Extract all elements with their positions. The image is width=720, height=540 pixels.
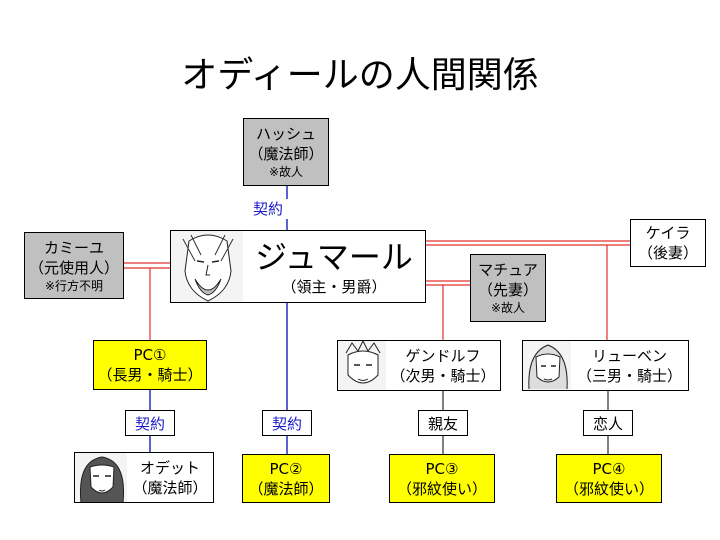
pc2-role: （魔法師） <box>248 479 324 498</box>
hasshu-box: ハッシュ （魔法師） ※故人 <box>243 118 329 186</box>
kamiyu-box: カミーユ （元使用人） ※行方不明 <box>24 232 124 299</box>
diagram-title: オディールの人間関係 <box>181 55 539 96</box>
keira-name: ケイラ <box>645 224 691 242</box>
pc3-role: （邪紋使い） <box>396 479 487 498</box>
contract-label-mid: 契約 <box>262 410 312 436</box>
odette-name: オデット <box>139 458 200 477</box>
hasshu-role: （魔法師） <box>248 145 324 163</box>
jumarl-name: ジュマール <box>255 237 413 276</box>
pc4-name: PC④ <box>592 459 626 478</box>
ruben-box: リューベン （三男・騎士） <box>571 340 689 391</box>
hasshu-name: ハッシュ <box>255 125 316 143</box>
pc4-box: PC④ （邪紋使い） <box>556 454 662 503</box>
friend-label: 親友 <box>418 410 468 436</box>
gendorf-role: （次男・騎士） <box>390 366 496 385</box>
pc1-name: PC① <box>133 346 167 364</box>
kamiyu-name: カミーユ <box>43 238 104 257</box>
ruben-portrait <box>522 340 572 391</box>
kamiyu-note: ※行方不明 <box>44 278 104 293</box>
pc1-box: PC① （長男・騎士） <box>93 340 207 390</box>
kamiyu-role: （元使用人） <box>28 258 119 277</box>
odette-role: （魔法師） <box>132 478 208 497</box>
jumarl-box: ジュマール （領主・男爵） <box>243 230 426 303</box>
gendorf-name: ゲンドルフ <box>405 346 481 365</box>
pc2-name: PC② <box>269 459 303 478</box>
gendorf-portrait <box>337 340 387 391</box>
pc2-box: PC② （魔法師） <box>242 454 330 503</box>
keira-role: （後妻） <box>637 244 698 262</box>
keira-box: ケイラ （後妻） <box>630 219 706 267</box>
machua-role: （先妻） <box>477 281 538 299</box>
machua-box: マチュア （先妻） ※故人 <box>470 254 546 322</box>
contract-label-top: 契約 <box>248 199 288 219</box>
machua-note: ※故人 <box>490 301 526 315</box>
long-hair-man-portrait-icon <box>528 344 568 390</box>
lover-label: 恋人 <box>583 410 633 436</box>
woman-portrait-icon <box>79 456 125 502</box>
gendorf-box: ゲンドルフ （次男・騎士） <box>386 340 501 391</box>
contract-label-left: 契約 <box>125 410 175 436</box>
jumarl-portrait <box>170 230 244 303</box>
jumarl-role: （領主・男爵） <box>281 277 387 296</box>
pc3-box: PC③ （邪紋使い） <box>389 454 495 503</box>
odette-portrait <box>74 452 128 503</box>
ruben-name: リューベン <box>591 346 667 365</box>
ruben-role: （三男・騎士） <box>576 366 682 385</box>
pc3-name: PC③ <box>425 459 459 478</box>
machua-name: マチュア <box>478 261 538 279</box>
young-man-portrait-icon <box>345 341 381 384</box>
hasshu-note: ※故人 <box>268 165 304 179</box>
odette-box: オデット （魔法師） <box>127 452 214 503</box>
pc4-role: （邪紋使い） <box>563 479 654 498</box>
pc1-role: （長男・騎士） <box>97 366 203 384</box>
bearded-man-portrait-icon <box>182 234 234 302</box>
